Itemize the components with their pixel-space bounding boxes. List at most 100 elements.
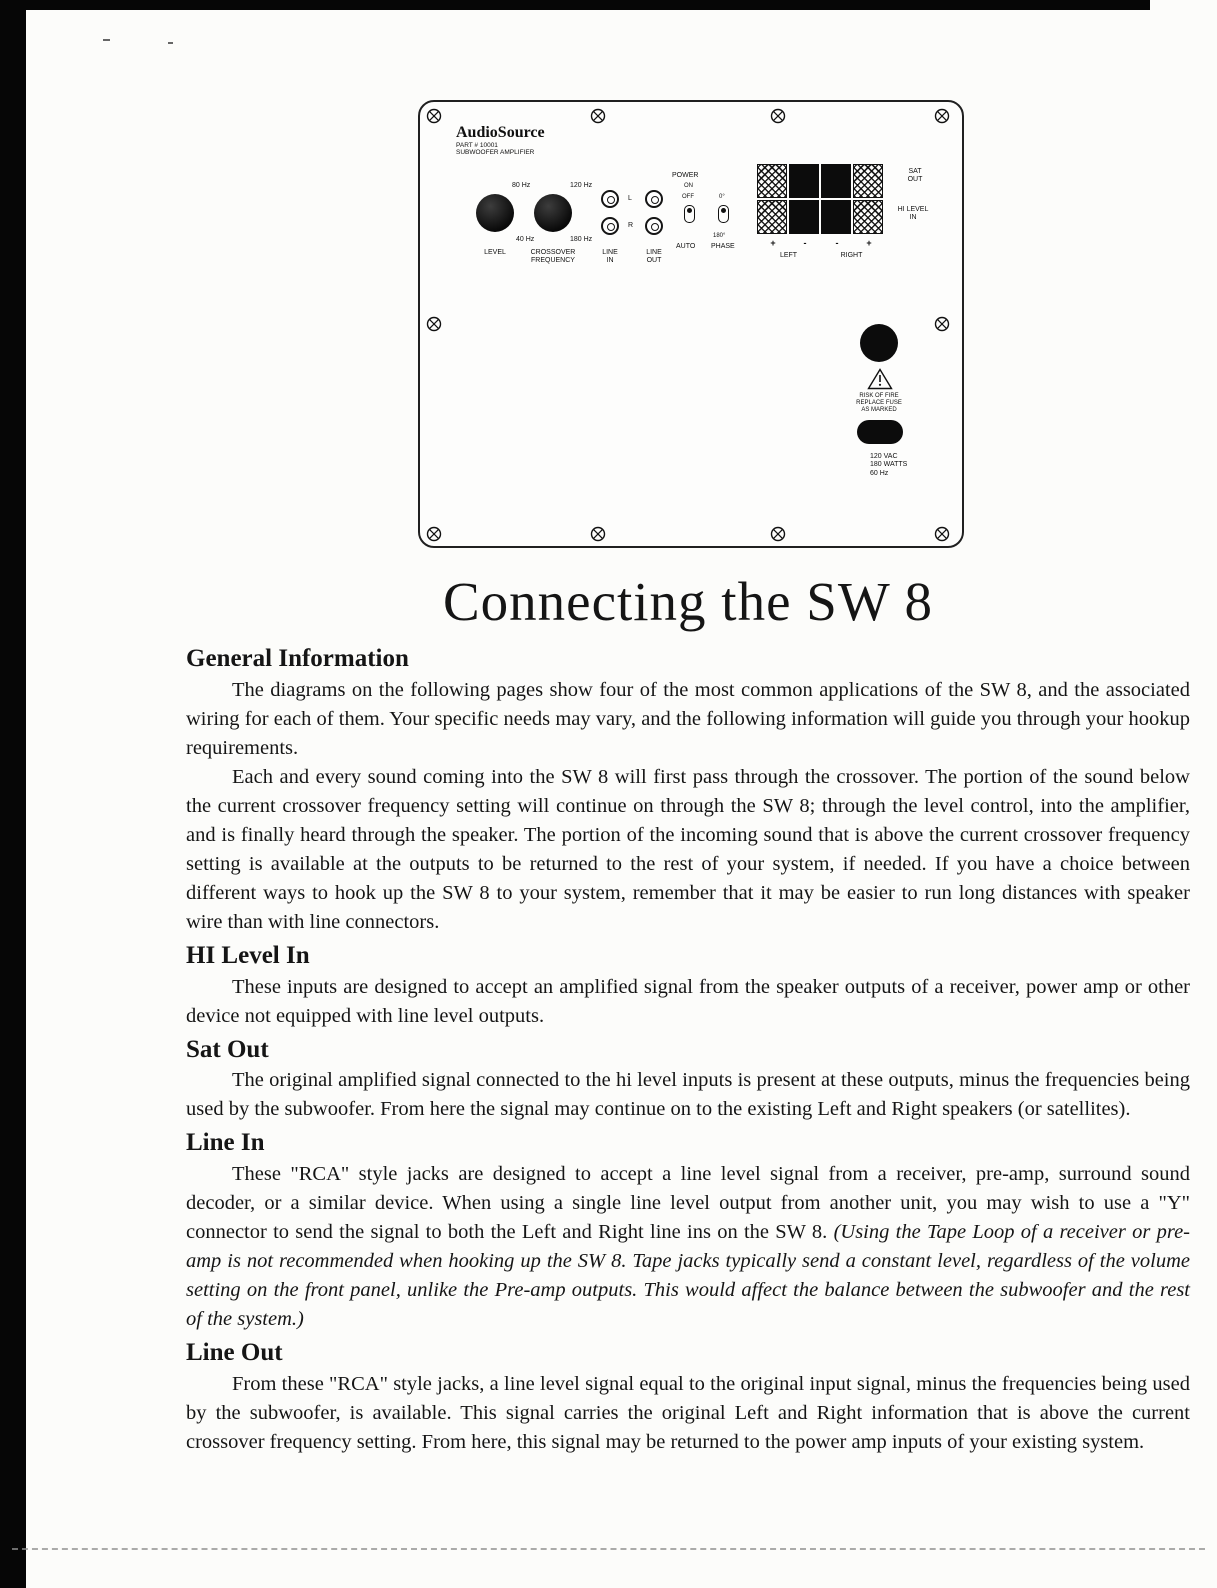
freq-180-label: 180 Hz [570,236,593,243]
scan-bottom-rule [12,1548,1205,1550]
paragraph-sat-out: The original amplified signal connected … [186,1069,1190,1121]
line-in-label-line2: IN [606,257,614,265]
polarity-minus: - [803,238,807,248]
screw-icon [590,108,606,124]
scan-edge-top [0,0,1150,10]
screw-icon [770,526,786,542]
sat-out-label-line2: OUT [907,176,923,184]
ac-receptacle [857,420,903,444]
terminal-post [853,200,883,234]
sat-out-label: SAT OUT [898,168,932,185]
terminal-post [757,164,787,198]
fuse-warning-text: RISK OF FIRE REPLACE FUSE AS MARKED [843,393,915,415]
polarity-plus: + [770,238,776,248]
fuse-warning-line3: AS MARKED [861,407,897,414]
heading-line-out: Line Out [186,1339,283,1366]
section-line-in: Line In These "RCA" style jacks are desi… [186,1129,1190,1334]
sat-out-label-line1: SAT [908,168,922,175]
fuse-holder [860,324,898,362]
level-label: LEVEL [484,249,506,256]
line-in-label: LINE IN [596,249,624,266]
power-auto-label: AUTO [676,243,696,250]
part-number: PART # 10001 [456,141,498,149]
power-spec-line1: 120 VAC [870,453,898,460]
section-general-information: General Information The diagrams on the … [186,645,1190,937]
phase-label: PHASE [711,243,735,250]
hi-level-in-label: HI LEVEL IN [890,206,936,223]
warning-triangle-icon [867,368,893,390]
line-out-label-line2: OUT [646,257,662,265]
fuse-warning-line2: REPLACE FUSE [856,400,902,407]
power-switch [684,205,695,223]
fuse-warning-line1: RISK OF FIRE [859,393,899,399]
paragraph-line-in: These "RCA" style jacks are designed to … [186,1160,1190,1334]
crossover-label: CROSSOVER FREQUENCY [520,249,586,266]
section-hi-level-in: HI Level In These inputs are designed to… [186,942,1190,1031]
terminal-post [853,164,883,198]
hi-level-label-line1: HI LEVEL [897,206,929,213]
screw-icon [426,108,442,124]
paragraph-line-in-italic: (Using the Tape Loop of a receiver or pr… [186,1221,1190,1330]
heading-sat-out: Sat Out [186,1035,269,1063]
scan-artifact [103,39,110,41]
power-off-label: OFF [682,194,694,200]
terminal-cell [789,164,819,198]
screw-icon [934,316,950,332]
paragraph-hi-level-in: These inputs are designed to accept an a… [186,975,1190,1027]
line-out-label-line1: LINE [646,249,662,256]
crossover-label-line2: FREQUENCY [531,257,575,265]
scan-artifact [168,42,173,44]
scan-edge-left [0,0,26,1588]
freq-40-label: 40 Hz [516,236,535,243]
line-in-left-jack [601,190,619,208]
terminal-cell [821,200,851,234]
line-out-right-jack [645,217,663,235]
terminal-polarity-labels: + - - + [757,238,885,248]
power-label: POWER [672,172,699,179]
paragraph-general-2: Each and every sound coming into the SW … [186,765,1190,933]
paragraph-line-out: From these "RCA" style jacks, a line lev… [186,1372,1190,1453]
terminal-right-label: RIGHT [840,252,863,259]
amplifier-rear-panel: AudioSource PART # 10001 SUBWOOFER AMPLI… [418,100,964,548]
paragraph-general-1: The diagrams on the following pages show… [186,678,1190,759]
phase-180-label: 180° [713,233,726,239]
screw-icon [934,526,950,542]
screw-icon [426,316,442,332]
channel-left-label: L [628,195,632,202]
screw-icon [934,108,950,124]
power-spec-line2: 180 WATTS [870,461,908,469]
polarity-minus: - [835,238,839,248]
line-out-label: LINE OUT [640,249,668,266]
screw-icon [426,526,442,542]
section-sat-out: Sat Out The original amplified signal co… [186,1036,1190,1125]
level-knob [476,194,514,232]
screw-icon [770,108,786,124]
terminal-post [757,200,787,234]
brand-logo: AudioSource [456,124,545,141]
crossover-label-line1: CROSSOVER [530,249,576,256]
channel-right-label: R [628,222,634,229]
line-in-label-line1: LINE [602,249,618,256]
line-out-left-jack [645,190,663,208]
polarity-plus: + [866,238,872,248]
heading-general-information: General Information [186,645,409,672]
power-on-label: ON [684,183,693,189]
screw-icon [590,526,606,542]
brand-block: AudioSource PART # 10001 SUBWOOFER AMPLI… [456,124,545,157]
phase-0-label: 0° [719,194,725,200]
line-in-right-jack [601,217,619,235]
part-subtitle: SUBWOOFER AMPLIFIER [456,149,535,157]
section-line-out: Line Out From these "RCA" style jacks, a… [186,1339,1190,1457]
hi-level-label-line2: IN [909,214,917,222]
heading-hi-level-in: HI Level In [186,941,310,969]
document-body: Connecting the SW 8 General Information … [186,570,1190,1457]
page-title: Connecting the SW 8 [442,571,934,632]
phase-switch [718,205,729,223]
freq-80-label: 80 Hz [512,182,531,189]
terminal-left-label: LEFT [779,252,798,259]
terminal-cell [789,200,819,234]
heading-line-in: Line In [186,1129,265,1157]
power-spec: 120 VAC 180 WATTS 60 Hz [870,453,907,478]
freq-120-label: 120 Hz [570,182,593,189]
crossover-knob [534,194,572,232]
